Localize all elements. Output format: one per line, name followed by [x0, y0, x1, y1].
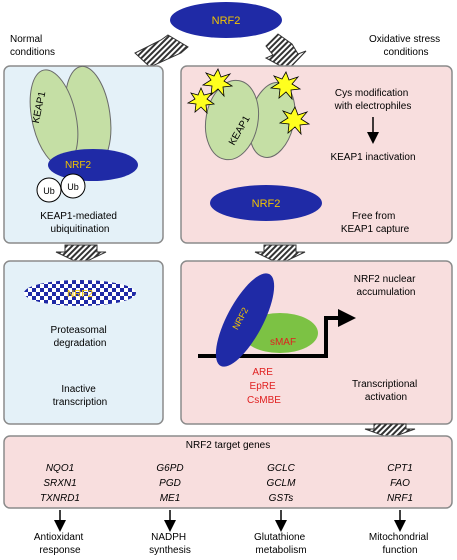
- degraded-nrf2-label: NRF2: [67, 289, 94, 300]
- target-genes-title: NRF2 target genes: [186, 440, 271, 451]
- gene-name: PGD: [159, 478, 181, 489]
- gene-name: SRXN1: [43, 478, 76, 489]
- electrophile-stars: [186, 68, 311, 136]
- inactive-transcription-text: Inactive transcription: [53, 384, 107, 408]
- smaf-label: sMAF: [270, 337, 296, 348]
- target-gene-column-2: G6PD PGD ME1: [156, 463, 183, 504]
- gene-name: GCLM: [267, 478, 297, 489]
- nrf2-bound-left: [48, 149, 138, 181]
- outcome-antioxidant: Antioxidant response: [34, 532, 86, 556]
- keap1-inactivation-text: KEAP1 inactivation: [330, 152, 415, 163]
- proteasomal-degradation-text: Proteasomal degradation: [51, 325, 110, 349]
- target-gene-column-1: NQO1 SRXN1 TXNRD1: [40, 463, 80, 504]
- gene-name: GCLC: [267, 463, 296, 474]
- nuclear-nrf2-ellipse: [215, 273, 275, 367]
- gene-name: FAO: [390, 478, 410, 489]
- ub-circle-2: [60, 173, 86, 199]
- gene-name: TXNRD1: [40, 493, 80, 504]
- ub-label-2: Ub: [67, 182, 79, 192]
- star-2: [186, 86, 216, 115]
- cys-modification-text: Cys modification with electrophiles: [334, 88, 412, 112]
- nrf2-label-left: NRF2: [65, 160, 92, 171]
- degraded-nrf2-ellipse: [24, 280, 136, 306]
- top-nrf2-ellipse: [170, 2, 282, 38]
- outcome-nadph: NADPH synthesis: [149, 532, 191, 556]
- hatched-arrow-left-down: [55, 244, 107, 265]
- gene-name: NQO1: [46, 463, 74, 474]
- gene-name: ME1: [160, 493, 181, 504]
- star-3: [269, 71, 302, 101]
- gene-name: CPT1: [387, 463, 413, 474]
- transcription-start-arrowhead: [338, 309, 356, 327]
- oxidative-stress-heading: Oxidative stress conditions: [369, 34, 443, 58]
- hatched-arrow-right-down: [254, 244, 306, 265]
- hatched-arrow-to-targets: [364, 423, 416, 439]
- gene-name: G6PD: [156, 463, 183, 474]
- gene-promoter-line: [198, 316, 340, 358]
- gene-name: GSTs: [269, 493, 294, 504]
- free-from-keap1-text: Free from KEAP1 capture: [341, 211, 410, 235]
- free-nrf2-ellipse: [210, 185, 322, 221]
- nrf2-nuclear-accumulation-text: NRF2 nuclear accumulation: [354, 274, 418, 298]
- transcriptional-activation-text: Transcriptional activation: [352, 379, 420, 403]
- outcome-mitochondrial: Mitochondrial function: [369, 532, 431, 556]
- outcome-glutathione: Glutathione metabolism: [254, 532, 308, 556]
- target-genes-panel: [3, 435, 453, 509]
- star-4: [278, 106, 311, 136]
- star-1: [201, 68, 234, 98]
- gene-name: NRF1: [387, 493, 413, 504]
- ub-circle-1: [36, 177, 62, 203]
- normal-conditions-heading: Normal conditions: [10, 34, 55, 58]
- top-nrf2-label: NRF2: [212, 15, 241, 27]
- target-gene-column-3: GCLC GCLM GSTs: [267, 463, 297, 504]
- ub-label-1: Ub: [43, 186, 55, 196]
- free-nrf2-label: NRF2: [252, 198, 281, 210]
- keap1-shape-right-front: [204, 79, 260, 161]
- keap1-ubiquitination-caption: KEAP1-mediated ubiquitination: [40, 211, 120, 235]
- hatched-arrow-to-stress: [264, 33, 307, 71]
- target-gene-column-4: CPT1 FAO NRF1: [387, 463, 413, 504]
- response-element-names: ARE EpRE CsMBE: [247, 367, 281, 406]
- hatched-arrow-to-normal: [134, 34, 189, 68]
